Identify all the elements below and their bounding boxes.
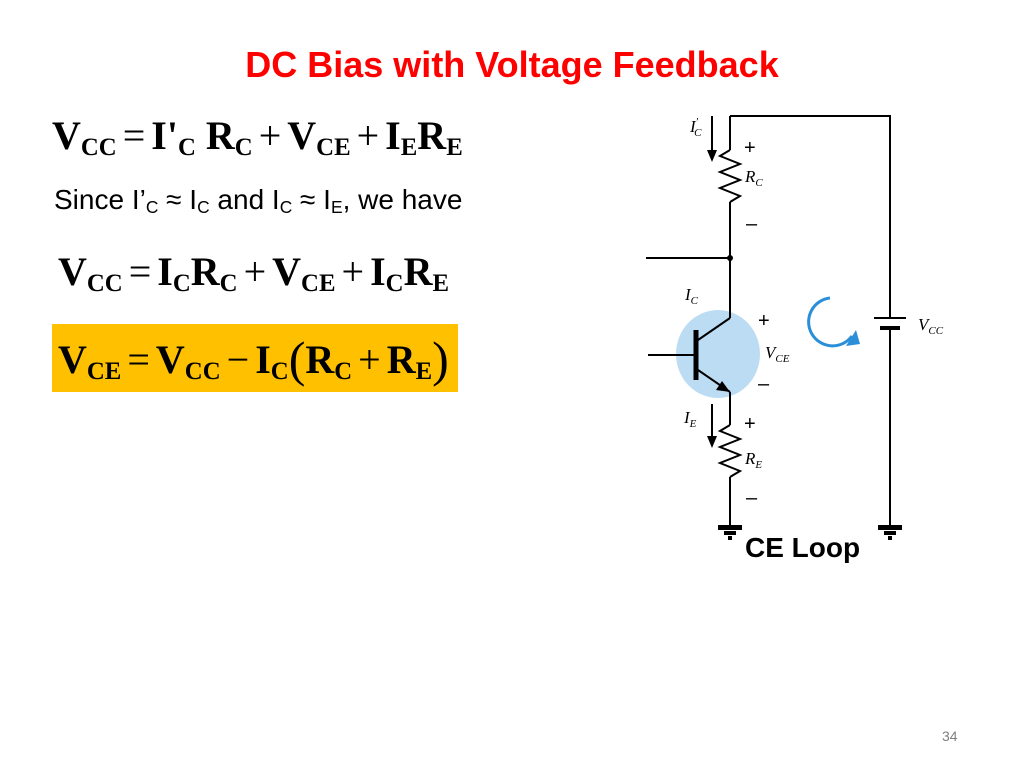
- battery-plate-short: [880, 326, 900, 330]
- eq-subscript: E: [400, 134, 418, 162]
- highlight-box: [52, 324, 458, 392]
- node-dot: [727, 255, 733, 261]
- ground-symbol-left: [728, 536, 732, 540]
- eq-operator: +: [356, 113, 380, 158]
- collector-lead: [697, 317, 731, 341]
- re-label: RE: [744, 449, 762, 471]
- eq-operator: =: [122, 113, 146, 158]
- ground-symbol-left: [724, 531, 736, 535]
- loop-direction-arrow: [807, 296, 854, 348]
- eq-symbol: I: [157, 249, 173, 294]
- text-subscript: C: [145, 196, 159, 217]
- eq-subscript: C: [177, 134, 196, 162]
- eq-paren: ): [432, 331, 449, 387]
- text-subscript: C: [279, 196, 293, 217]
- eq-subscript: C: [385, 270, 404, 298]
- text-run: , we have: [342, 184, 463, 215]
- eq-symbol: I': [151, 113, 178, 158]
- ground-symbol-right: [888, 536, 892, 540]
- eq-subscript: C: [172, 270, 191, 298]
- ground-symbol-right: [878, 525, 902, 530]
- eq-operator: +: [358, 337, 381, 382]
- ic-prime-arrowhead: [707, 150, 717, 162]
- eq-operator: +: [341, 249, 365, 294]
- eq-symbol: R: [205, 113, 235, 158]
- eq-subscript: CE: [301, 270, 336, 298]
- vce-plus: +: [758, 310, 770, 332]
- ground-symbol-left: [718, 525, 742, 530]
- slide-title: DC Bias with Voltage Feedback: [245, 44, 779, 85]
- re-plus: +: [744, 413, 756, 435]
- eq-operator: −: [226, 337, 250, 382]
- text-subscript: E: [330, 196, 343, 217]
- eq-operator: +: [243, 249, 267, 294]
- eq-symbol: I: [385, 113, 401, 158]
- re-minus: –: [746, 487, 758, 509]
- eq-subscript: C: [234, 134, 253, 162]
- ce-loop-caption: CE Loop: [745, 532, 861, 563]
- eq-subscript: E: [432, 270, 449, 298]
- text-run: and I: [209, 184, 280, 215]
- eq-operator: =: [128, 249, 152, 294]
- ic-prime-label: I′C: [689, 116, 702, 139]
- eq-operator: +: [258, 113, 282, 158]
- ground-symbol-right: [884, 531, 896, 535]
- eq-symbol: R: [190, 249, 220, 294]
- equation-kvl-loop: VCC=I'C RC+VCE+IERE: [52, 112, 463, 162]
- eq-subscript: C: [219, 270, 238, 298]
- eq-subscript: E: [415, 358, 433, 386]
- eq-symbol: R: [386, 337, 416, 382]
- eq-operator: =: [127, 337, 150, 382]
- eq-symbol: V: [155, 337, 185, 382]
- rc-minus: –: [746, 213, 758, 235]
- eq-subscript: CC: [80, 134, 117, 162]
- eq-symbol: V: [287, 113, 317, 158]
- emitter-arrow: [716, 381, 730, 392]
- eq-subscript: CC: [86, 270, 123, 298]
- ie-arrowhead: [707, 436, 717, 448]
- eq-subscript: CE: [86, 358, 122, 386]
- text-subscript: C: [197, 196, 210, 217]
- eq-symbol: V: [58, 337, 87, 382]
- ie-label: IE: [683, 408, 697, 430]
- page-number: 34: [942, 728, 958, 744]
- approximation-text: Since I’C ≈ IC and IC ≈ IE, we have: [54, 184, 462, 218]
- vce-minus: –: [758, 373, 770, 395]
- ic-label: IC: [684, 285, 699, 307]
- re-resistor: [717, 424, 743, 478]
- eq-symbol: R: [305, 337, 335, 382]
- eq-symbol: R: [417, 113, 447, 158]
- eq-symbol: R: [403, 249, 433, 294]
- eq-symbol: V: [58, 249, 87, 294]
- top-wire: [730, 115, 891, 318]
- equation-approximated: VCC=ICRC+VCE+ICRE: [58, 248, 449, 298]
- text-run: Since I’: [54, 184, 146, 215]
- eq-subscript: C: [270, 358, 289, 386]
- eq-symbol: V: [52, 113, 81, 158]
- loop-arrowhead: [846, 330, 860, 346]
- rc-label: RC: [744, 167, 763, 189]
- eq-paren: (: [288, 331, 306, 387]
- eq-symbol: I: [255, 337, 271, 382]
- equation-vce-result: VCE=VCC−IC(RC+RE): [58, 330, 449, 388]
- eq-subscript: E: [446, 134, 463, 162]
- rc-resistor: [717, 149, 743, 203]
- rc-plus: +: [744, 137, 756, 159]
- eq-symbol: V: [272, 249, 302, 294]
- eq-subscript: CC: [184, 358, 221, 386]
- eq-subscript: C: [334, 358, 353, 386]
- text-run: ≈ I: [292, 184, 331, 215]
- eq-symbol: I: [370, 249, 386, 294]
- text-run: ≈ I: [158, 184, 198, 215]
- vce-label: VCE: [765, 343, 790, 365]
- eq-subscript: CE: [316, 134, 351, 162]
- vcc-label: VCC: [918, 315, 944, 337]
